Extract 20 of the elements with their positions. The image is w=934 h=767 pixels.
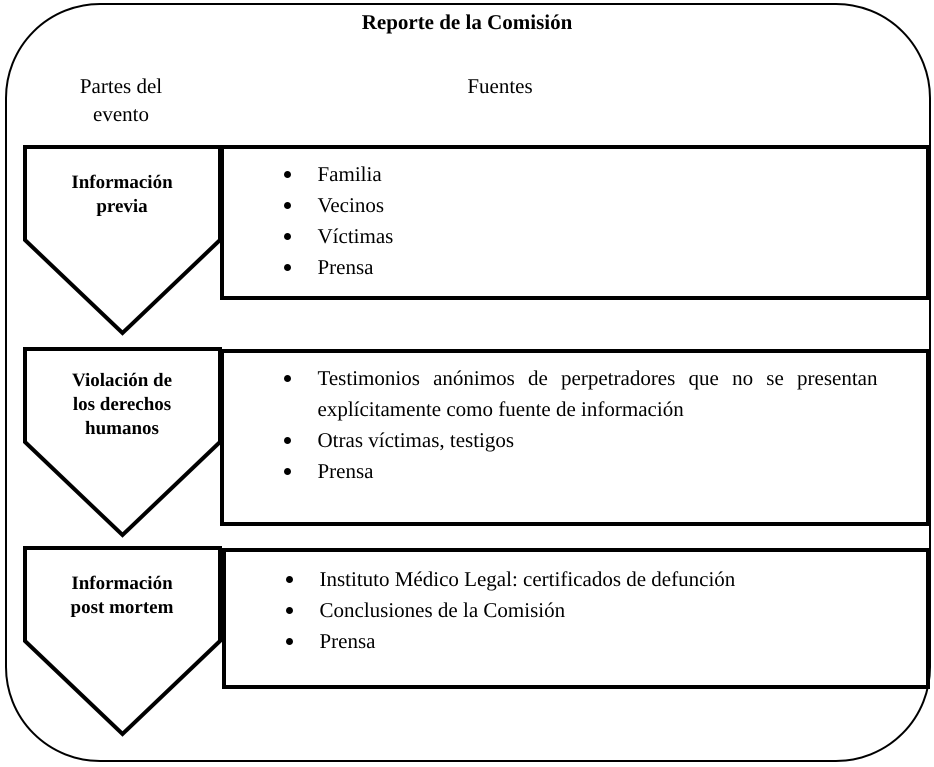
- stage-pentagon: [22, 346, 222, 536]
- stage-pentagon: [22, 144, 222, 334]
- source-item: Víctimas: [318, 222, 394, 250]
- source-item: Instituto Médico Legal: certificados de defunción: [320, 566, 736, 592]
- column-header: Partes del evento: [78, 73, 164, 128]
- stage-label: Información previa: [70, 170, 174, 218]
- column-header: Fuentes: [466, 73, 534, 100]
- stage-pentagon: [22, 546, 222, 736]
- source-item: Prensa: [318, 254, 374, 280]
- source-item: Prensa: [318, 458, 374, 484]
- source-item: Vecinos: [318, 192, 385, 218]
- stage-label: Violación de los derechos humanos: [70, 368, 174, 440]
- source-item: Otras víctimas, testigos: [318, 426, 516, 454]
- source-item: Familia: [318, 160, 383, 188]
- stage-label: Información post mortem: [70, 572, 174, 620]
- source-item: Testimonios anónimos de perpetradores que no se presentan explícitamente como fuente de información: [318, 364, 878, 422]
- source-item: Prensa: [320, 628, 376, 654]
- frame-heading: Reporte de la Comisión: [360, 10, 574, 35]
- source-item: Conclusiones de la Comisión: [320, 596, 566, 624]
- report-frame: [5, 3, 931, 762]
